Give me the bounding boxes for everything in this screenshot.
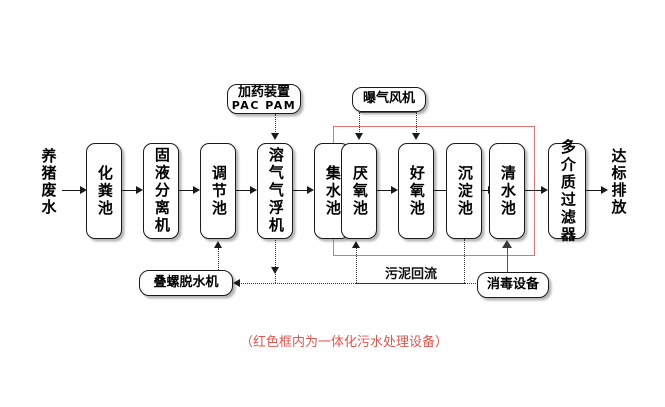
connector-7-8 [434,190,450,191]
blower-label: 曝气风机 [362,91,415,107]
connector-1-2 [122,190,138,191]
connector-dosing-to-daf [275,114,276,134]
arrow-dewater-to-equalization [213,241,222,248]
connector-sedimentation-sludge-down [464,239,465,283]
aux-box-disinfection-equipment[interactable]: 消毒设备 [477,272,549,298]
process-box-label: 调节池 [209,164,228,218]
output-label-compliant-discharge: 达标排放 [609,148,628,216]
connector-4-5 [293,190,309,191]
process-box-label: 多介质过滤器 [558,138,577,244]
process-box-sedimentation-tank[interactable]: 沉淀池 [446,143,482,239]
process-box-equalization-tank[interactable]: 调节池 [200,143,236,239]
arrow-2-3 [193,185,200,194]
aux-box-dosing-device[interactable]: 加药装置 PAC PAM [227,84,301,114]
process-box-label: 集水池 [323,164,342,218]
connector-2-3 [179,190,195,191]
red-box-caption: （红色框内为一体化污水处理设备） [240,335,449,350]
aux-box-screw-press-dewaterer[interactable]: 叠螺脱水机 [139,270,233,296]
connector-disinfect-to-clean-water [507,248,508,272]
arrow-blower-to-anaerobic [354,133,363,140]
arrow-dosing-to-daf [270,133,279,140]
label-sludge-return: 污泥回流 [385,267,438,282]
process-box-multimedia-filter[interactable]: 多介质过滤器 [548,139,586,244]
process-box-clean-water-tank[interactable]: 清水池 [489,143,525,239]
connector-blower-to-aerobic [416,112,417,134]
arrow-disinfect-to-clean-water [502,240,512,248]
arrow-1-2 [136,185,143,194]
process-box-label: 清水池 [498,164,517,218]
process-box-septic-tank[interactable]: 化粪池 [86,143,122,239]
dosing-reagents: PAC PAM [231,99,297,113]
connector-6-7 [377,190,393,191]
arrow-3-4 [250,185,257,194]
process-box-label: 好氧池 [407,164,426,218]
connector-sludge-return-bus [356,283,465,284]
connector-blower-header [359,112,417,113]
input-label-pig-wastewater: 养猪废水 [39,148,58,216]
arrow-output [601,185,608,194]
connector-dewater-to-equalization [218,248,219,270]
process-box-label: 厌氧池 [350,164,369,218]
process-box-aerobic-tank[interactable]: 好氧池 [398,143,434,239]
arrow-input [80,185,87,194]
connector-output [586,190,604,191]
arrow-sludge-return-to-anaerobic [351,241,360,248]
connector-input [62,190,82,191]
dewater-label: 叠螺脱水机 [153,274,219,290]
connector-sludge-return-up [356,248,357,283]
process-box-label: 溶气气浮机 [266,147,285,235]
process-box-label: 固液分离机 [152,147,171,235]
connector-3-4 [236,190,252,191]
disinfect-label: 消毒设备 [486,276,539,292]
connector-9-10 [525,190,545,191]
process-box-dissolved-air-flotation[interactable]: 溶气气浮机 [257,143,293,239]
process-box-solid-liquid-separator[interactable]: 固液分离机 [143,143,179,239]
aux-box-aeration-blower[interactable]: 曝气风机 [352,87,426,112]
process-box-anaerobic-tank[interactable]: 厌氧池 [341,143,377,239]
dosing-label: 加药装置 [237,84,290,100]
arrow-sludge-into-dewaterer [233,278,240,287]
process-box-label: 沉淀池 [455,164,474,218]
arrow-4-5 [307,185,314,194]
arrow-daf-sludge-down [270,267,279,274]
connector-daf-sludge-down [275,240,276,283]
connector-blower-to-anaerobic [359,112,360,134]
process-box-label: 化粪池 [95,164,114,218]
arrow-9-10 [541,185,548,194]
arrow-6-7 [391,185,398,194]
arrow-blower-to-aerobic [411,133,420,140]
